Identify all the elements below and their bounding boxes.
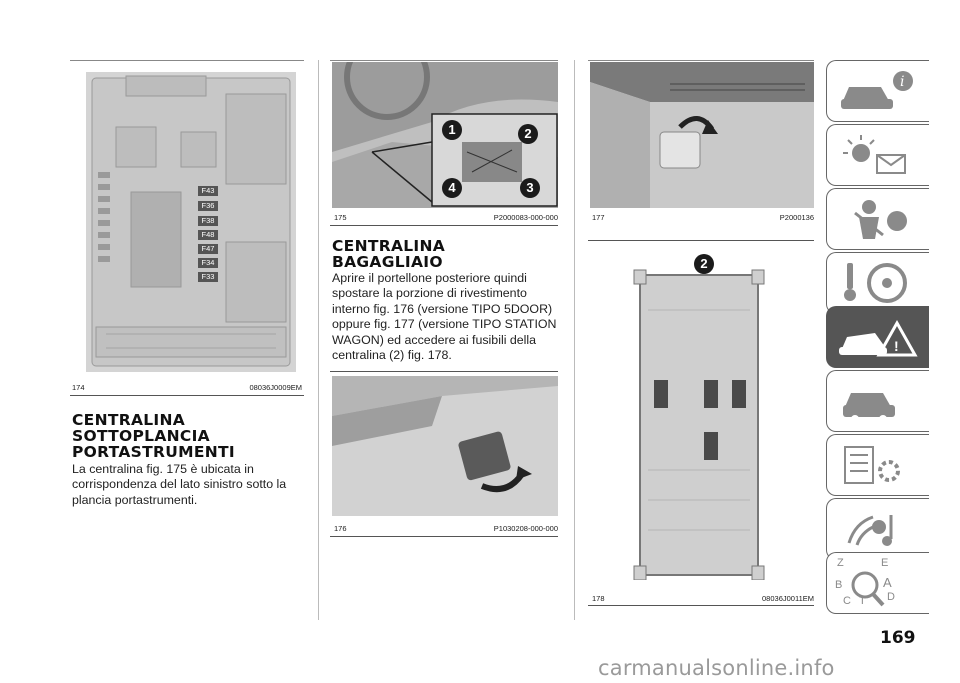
callout-3: 3	[520, 178, 540, 198]
page-number: 169	[880, 628, 916, 648]
specs-gear-icon	[844, 446, 900, 484]
figure-rule	[330, 371, 558, 372]
tab-car-info[interactable]: i	[826, 60, 929, 122]
tab-safety[interactable]	[826, 188, 929, 250]
index-letter: B	[835, 579, 843, 591]
fuse-label-f48: F48	[198, 230, 218, 240]
figure-number: 176	[334, 524, 347, 533]
caption-rule	[70, 395, 304, 396]
top-rule-col1	[70, 60, 304, 61]
body-text-col1: La centralina fig. 175 è ubicata in corr…	[72, 462, 287, 507]
figure-178-caption: 178 08036J0011EM	[592, 594, 814, 603]
figure-175-dashboard-fusebox: 1 2 4 3	[332, 62, 558, 208]
figure-code: P2000136	[779, 213, 814, 222]
figure-177-trunk-side	[590, 62, 814, 208]
caption-rule	[588, 240, 814, 241]
figure-175-caption: 175 P2000083-000-000	[334, 213, 558, 222]
callout-2: 2	[694, 254, 714, 274]
warning-lights-icon	[843, 135, 906, 174]
multimedia-icon	[847, 515, 893, 546]
figure-code: P2000083-000-000	[493, 213, 558, 222]
index-letter: C	[843, 595, 851, 607]
car-emergency-icon: !	[839, 319, 918, 357]
car-info-icon: i	[841, 71, 913, 109]
body-text-col2: Aprire il portellone posteriore quindi s…	[332, 271, 557, 363]
trunk-fusebox-drawing	[633, 269, 765, 580]
figure-number: 177	[592, 213, 605, 222]
heading-centralina-sottoplancia: CENTRALINA SOTTOPLANCIA PORTASTRUMENTI	[72, 411, 235, 461]
caption-rule	[330, 536, 558, 537]
callout-4: 4	[442, 178, 462, 198]
tab-starting-driving[interactable]	[826, 252, 929, 314]
figure-code: 08036J0011EM	[762, 594, 814, 603]
tab-warning-lights[interactable]	[826, 124, 929, 186]
fuse-label-f34: F34	[198, 258, 218, 268]
top-rule-col2	[330, 60, 558, 61]
watermark: carmanualsonline.info	[598, 656, 835, 680]
steering-wheel-key-icon	[844, 263, 907, 303]
heading-centralina-bagagliaio: CENTRALINA BAGAGLIAIO	[332, 237, 446, 271]
fuse-label-f47: F47	[198, 244, 218, 254]
tab-maintenance[interactable]	[826, 370, 929, 432]
fuse-label-f33: F33	[198, 272, 218, 282]
index-letter: Z	[837, 557, 844, 569]
svg-text:!: !	[894, 338, 899, 354]
fuse-label-f36: F36	[198, 201, 218, 211]
tab-emergency[interactable]: !	[826, 306, 929, 368]
caption-rule	[330, 225, 558, 226]
figure-176-caption: 176 P1030208-000-000	[334, 524, 558, 533]
fuse-box-drawing	[91, 75, 291, 367]
index-icon	[851, 571, 885, 607]
figure-number: 178	[592, 594, 605, 603]
figure-number: 174	[72, 383, 85, 392]
figure-176-trunk-panel	[332, 376, 558, 516]
tab-index[interactable]: Z E B A C T D	[826, 552, 929, 614]
car-maintenance-icon	[843, 393, 895, 423]
tab-technical-data[interactable]	[826, 434, 929, 496]
callout-1: 1	[442, 120, 462, 140]
figure-178-trunk-fusebox: 2	[618, 250, 778, 580]
callout-2: 2	[518, 124, 538, 144]
index-letter: E	[881, 557, 889, 569]
figure-177-caption: 177 P2000136	[592, 213, 814, 222]
trunk-side-drawing	[590, 62, 814, 208]
index-letter: A	[883, 575, 892, 590]
top-rule-col3	[588, 60, 814, 61]
figure-number: 175	[334, 213, 347, 222]
column-divider	[318, 60, 319, 620]
figure-code: 08036J0009EM	[249, 383, 302, 392]
fuse-label-f38: F38	[198, 216, 218, 226]
caption-rule	[588, 605, 814, 606]
trunk-panel-drawing	[332, 376, 558, 492]
column-divider	[574, 60, 575, 620]
fuse-label-f43: F43	[198, 186, 218, 196]
index-letter: D	[887, 591, 895, 603]
index-letter: T	[859, 595, 866, 607]
figure-174-caption: 174 08036J0009EM	[72, 383, 302, 392]
svg-text:i: i	[900, 74, 904, 90]
figure-174-fuse-box: F43 F36 F38 F48 F47 F34 F33	[86, 72, 296, 372]
figure-code: P1030208-000-000	[493, 524, 558, 533]
safety-airbag-icon	[854, 200, 907, 239]
tab-multimedia[interactable]	[826, 498, 929, 560]
